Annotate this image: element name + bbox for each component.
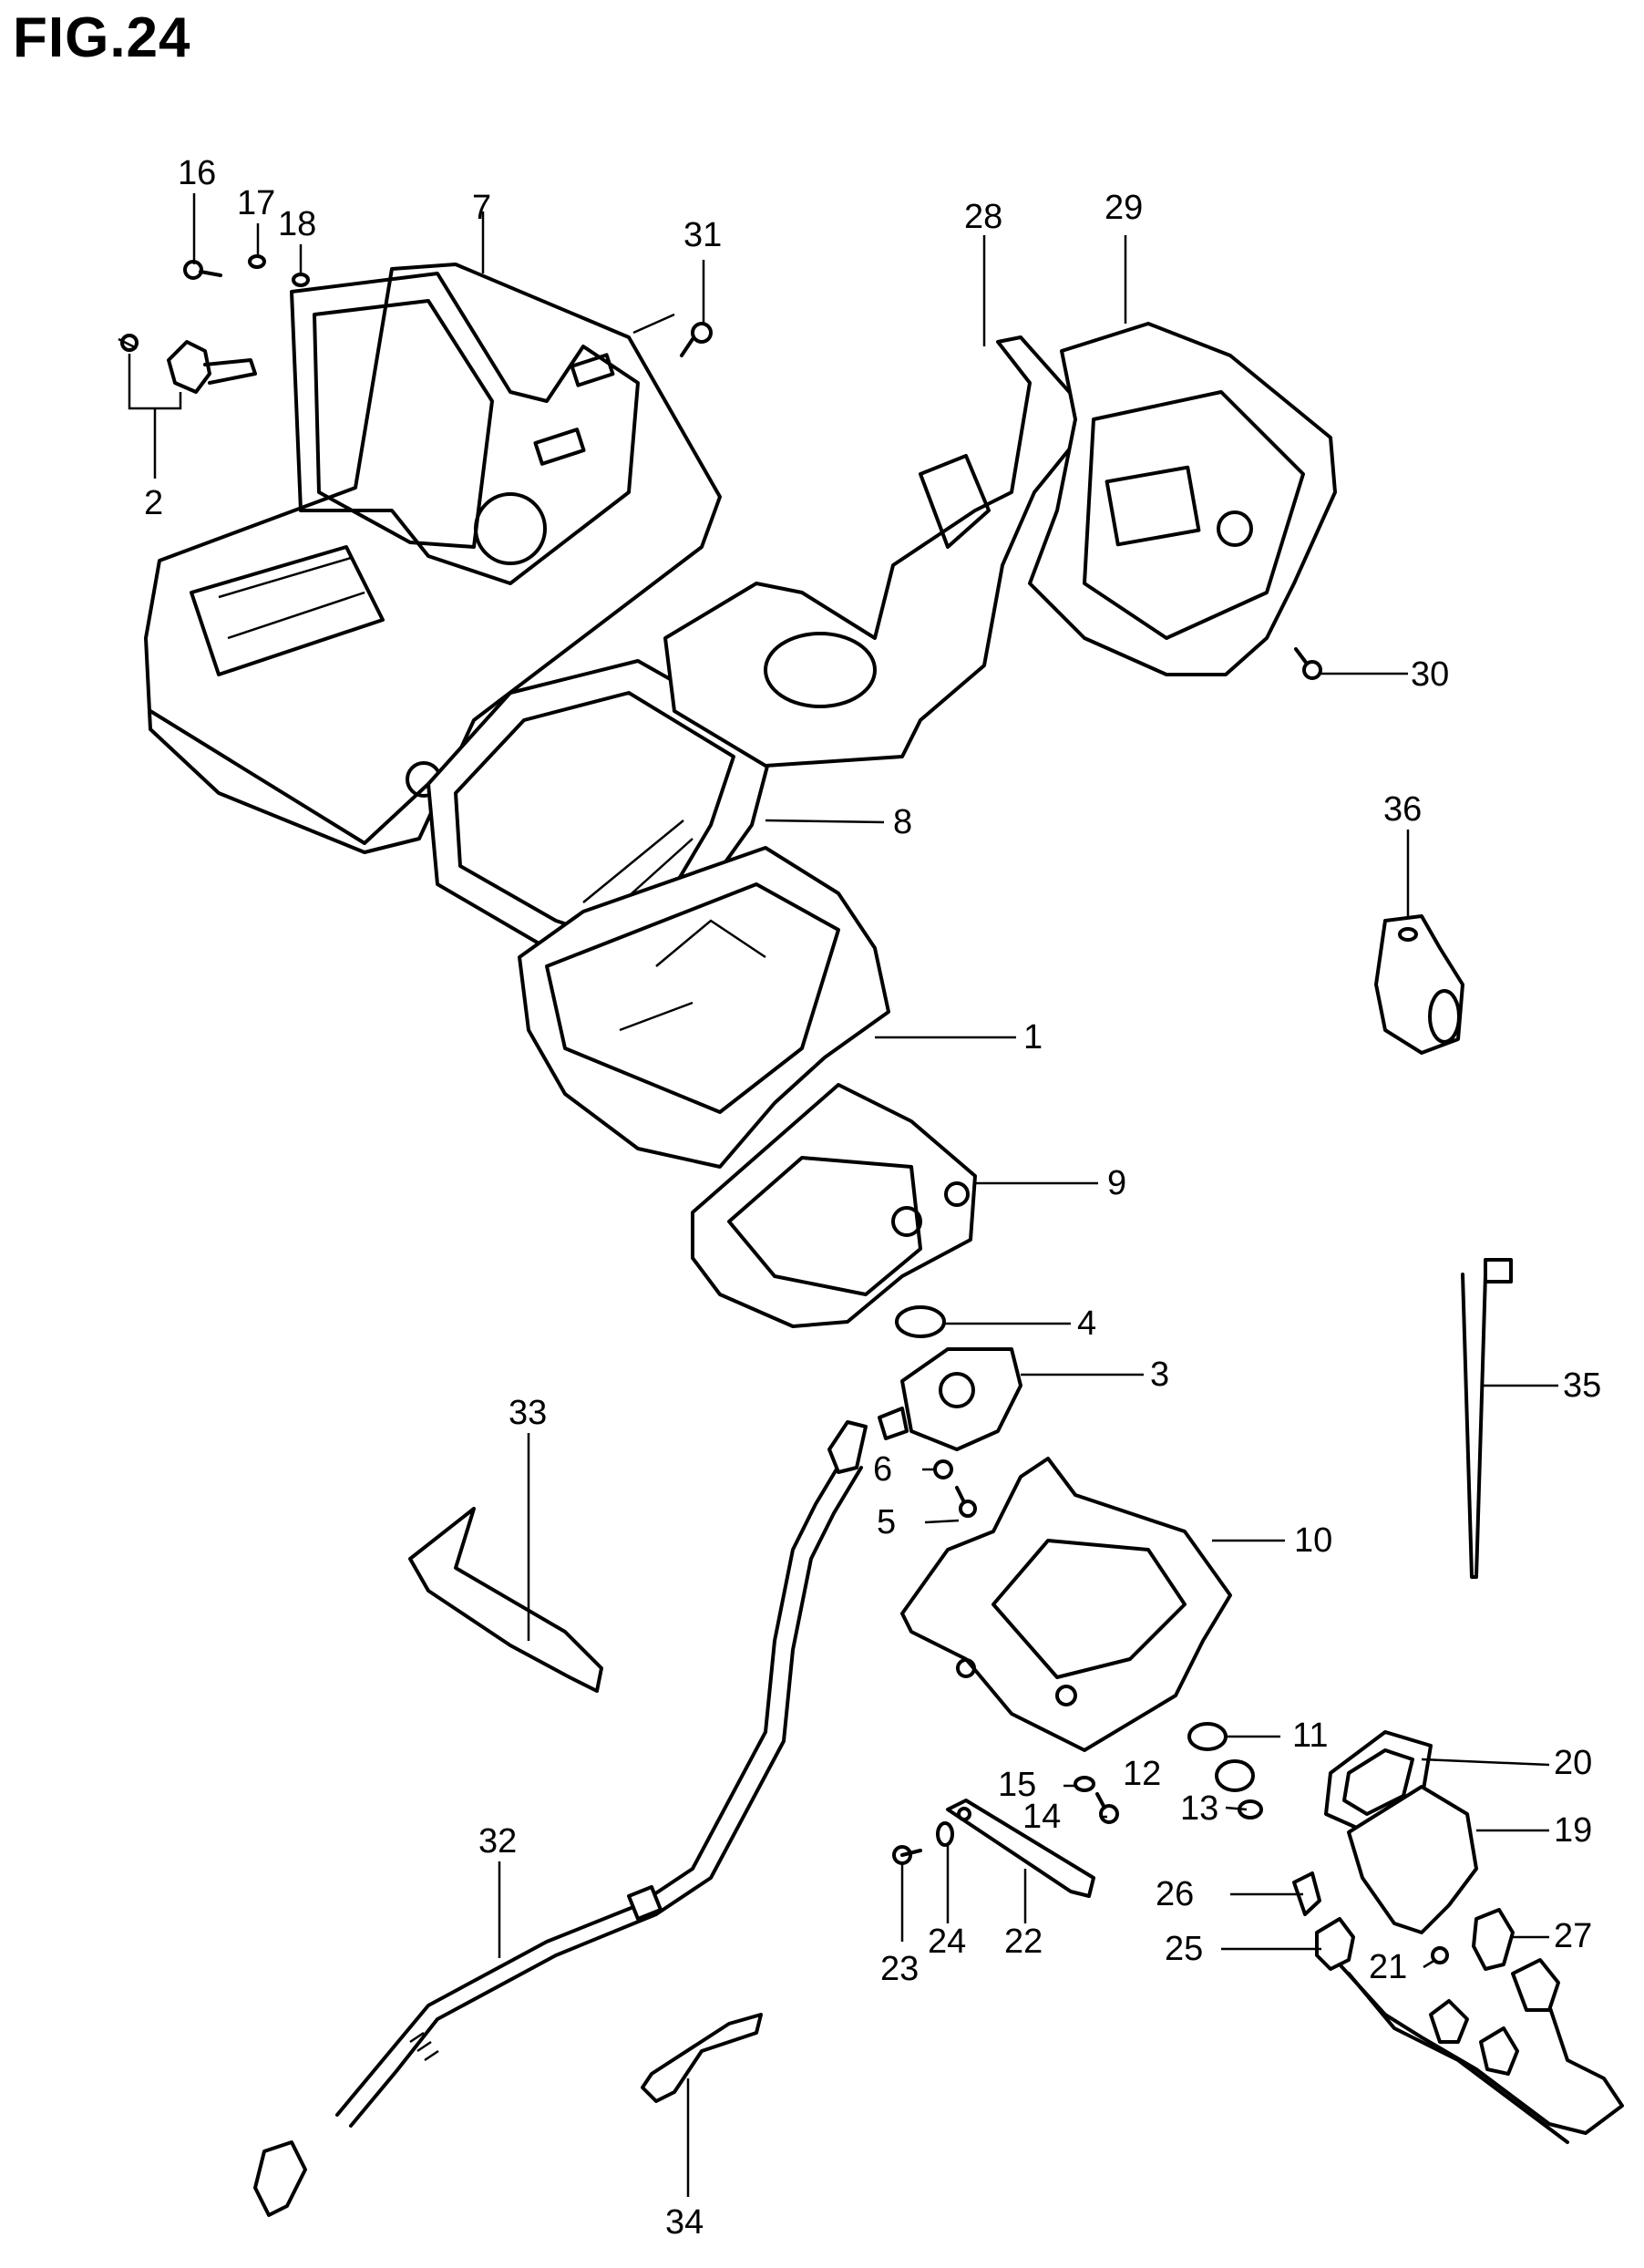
- callout-24: 24: [928, 1923, 966, 1961]
- callout-20: 20: [1554, 1744, 1592, 1782]
- part-4-ring: [895, 1305, 946, 1338]
- callout-1: 1: [1023, 1018, 1043, 1057]
- callout-25: 25: [1165, 1930, 1203, 1968]
- callout-labels: 1 2 3 4 5 6 7 8 9 10 11 12 13 14 15 16 1…: [144, 154, 1601, 2242]
- callout-7: 7: [472, 189, 491, 227]
- part-6-washer: [933, 1459, 953, 1479]
- part-14-screw: [1095, 1792, 1119, 1824]
- part-34-clamp: [641, 2013, 763, 2103]
- leader-lines: [128, 193, 1558, 2197]
- part-19-housing: [1347, 1785, 1478, 1934]
- part-16-screw: [183, 260, 222, 280]
- callout-13: 13: [1180, 1789, 1218, 1828]
- part-2-knob: [118, 334, 257, 394]
- callout-31: 31: [683, 216, 722, 254]
- callout-15: 15: [998, 1766, 1036, 1804]
- callout-4: 4: [1077, 1304, 1096, 1343]
- callout-5: 5: [877, 1503, 896, 1541]
- part-21-bulb: [1431, 1946, 1449, 1964]
- part-31-screw: [680, 322, 713, 357]
- callout-3: 3: [1150, 1356, 1169, 1394]
- callout-32: 32: [478, 1822, 517, 1861]
- callout-6: 6: [873, 1450, 892, 1489]
- callout-2: 2: [144, 484, 163, 522]
- callout-11: 11: [1292, 1716, 1328, 1755]
- callout-8: 8: [893, 803, 912, 841]
- callout-16: 16: [178, 154, 216, 192]
- part-30-screw: [1294, 647, 1322, 680]
- figure-title: FIG.24: [13, 6, 191, 69]
- part-12-cushion: [1215, 1759, 1255, 1792]
- part-28-bracket: [663, 335, 1095, 768]
- part-7-meter-cover: [144, 263, 722, 854]
- callout-17: 17: [237, 184, 275, 222]
- part-33-clip: [408, 1507, 603, 1693]
- part-25-socket-harness: [1315, 1917, 1624, 2144]
- callout-30: 30: [1411, 655, 1449, 694]
- part-22-plate: [946, 1799, 1095, 1898]
- callout-21: 21: [1369, 1948, 1407, 1986]
- callout-33: 33: [509, 1394, 547, 1432]
- part-35-tie-band: [1461, 1258, 1513, 1579]
- callout-10: 10: [1294, 1521, 1332, 1560]
- callout-19: 19: [1554, 1811, 1592, 1850]
- part-17-washer: [248, 254, 266, 269]
- callout-35: 35: [1563, 1366, 1601, 1405]
- part-10-bracket: [900, 1457, 1232, 1752]
- part-15-washer: [1074, 1776, 1095, 1792]
- part-9-lower-case: [691, 1083, 977, 1328]
- part-11-grommet: [1187, 1722, 1228, 1751]
- callout-22: 22: [1004, 1923, 1043, 1961]
- callout-28: 28: [964, 198, 1002, 236]
- part-23-screw: [892, 1845, 922, 1865]
- part-36-clamp: [1374, 914, 1464, 1055]
- part-29-rear-cover: [1028, 322, 1337, 676]
- callout-27: 27: [1554, 1917, 1592, 1955]
- callout-18: 18: [278, 205, 316, 243]
- part-32-cable: [253, 1420, 868, 2217]
- callout-23: 23: [880, 1950, 919, 1988]
- part-1-meter-body: [518, 846, 890, 1169]
- part-27-bulb: [1472, 1908, 1515, 1971]
- part-26-bulb: [1292, 1871, 1321, 1916]
- part-24-washer: [936, 1821, 954, 1847]
- callout-26: 26: [1156, 1875, 1194, 1913]
- part-18-washer: [292, 273, 310, 287]
- callout-14: 14: [1022, 1798, 1061, 1836]
- callout-12: 12: [1123, 1755, 1161, 1793]
- part-5-screw: [955, 1486, 977, 1518]
- callout-9: 9: [1107, 1164, 1126, 1202]
- part-3-gear-housing: [878, 1347, 1022, 1451]
- callout-34: 34: [665, 2203, 704, 2242]
- callout-29: 29: [1105, 189, 1143, 227]
- callout-36: 36: [1383, 790, 1422, 829]
